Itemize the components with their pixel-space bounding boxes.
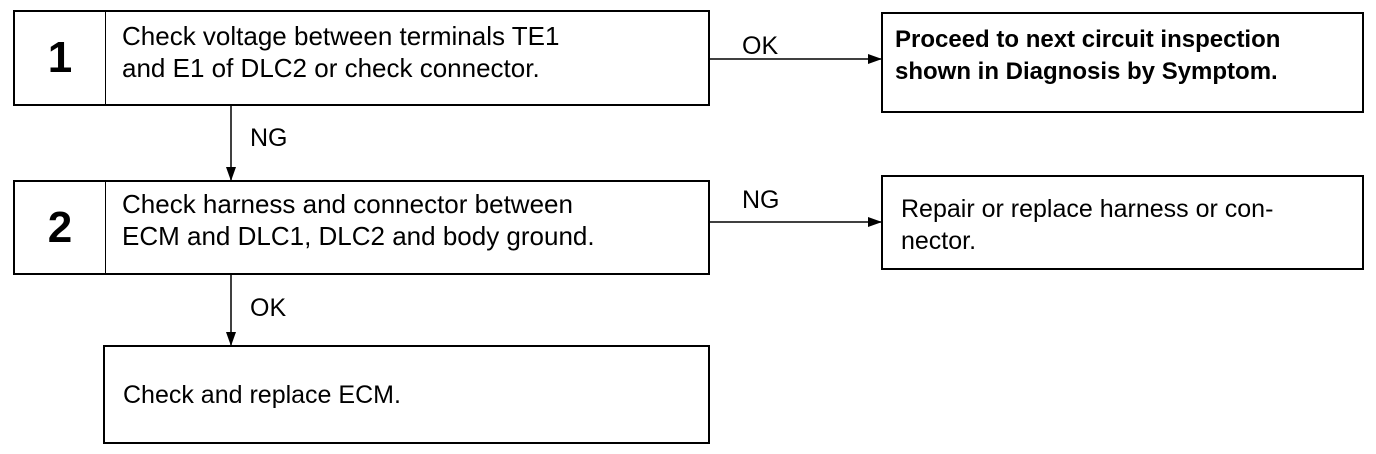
step1-ok-outcome-box: Proceed to next circuit inspection shown…	[881, 12, 1364, 113]
step-1-number: 1	[15, 12, 106, 104]
step2-ng-outcome-text: Repair or replace harness or con- nector…	[901, 195, 1274, 255]
step1-ok-outcome-text: Proceed to next circuit inspection shown…	[895, 26, 1281, 85]
step2-ng-outcome-box: Repair or replace harness or con- nector…	[881, 175, 1364, 270]
step-1-text: Check voltage between terminals TE1 and …	[122, 21, 560, 83]
label-step2-ng: NG	[742, 186, 780, 214]
final-step-text: Check and replace ECM.	[123, 381, 401, 409]
label-step1-ng: NG	[250, 124, 288, 152]
step-2-box: 2 Check harness and connector between EC…	[13, 180, 710, 275]
label-step1-ok: OK	[742, 32, 779, 60]
final-step-box: Check and replace ECM.	[103, 345, 710, 444]
step-1-box: 1 Check voltage between terminals TE1 an…	[13, 10, 710, 106]
step-2-text: Check harness and connector between ECM …	[122, 189, 595, 251]
label-step2-ok: OK	[250, 294, 287, 322]
step-2-number: 2	[15, 182, 106, 273]
